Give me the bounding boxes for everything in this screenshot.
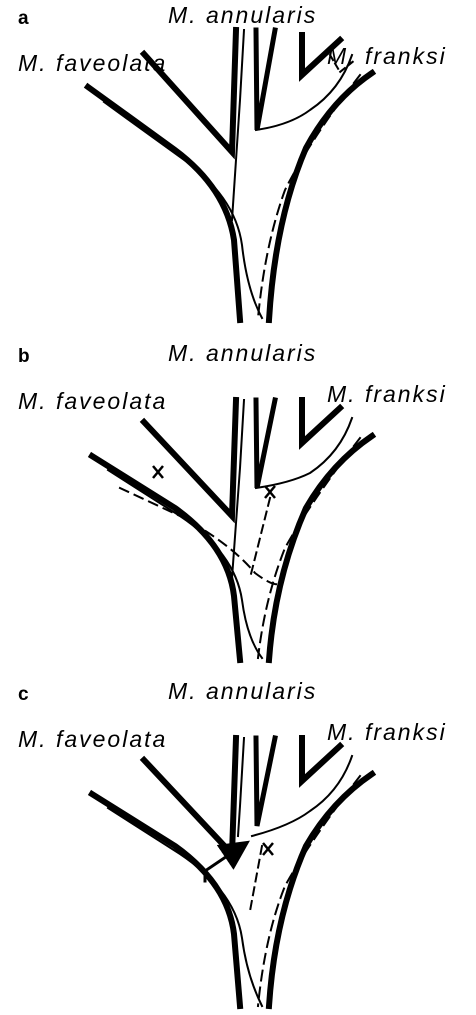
species-tree-b: [0, 338, 476, 676]
panel-b: b M. annularis M. faveolata M. franksi: [0, 338, 476, 676]
extinction-marker: [263, 843, 273, 855]
panel-c: c M. annularis M. faveolata M. franksi: [0, 676, 476, 1014]
species-tree-c: [0, 676, 476, 1014]
panel-a: a M. annularis M. faveolata M. franksi: [0, 0, 476, 338]
species-tree-a: [0, 0, 476, 338]
